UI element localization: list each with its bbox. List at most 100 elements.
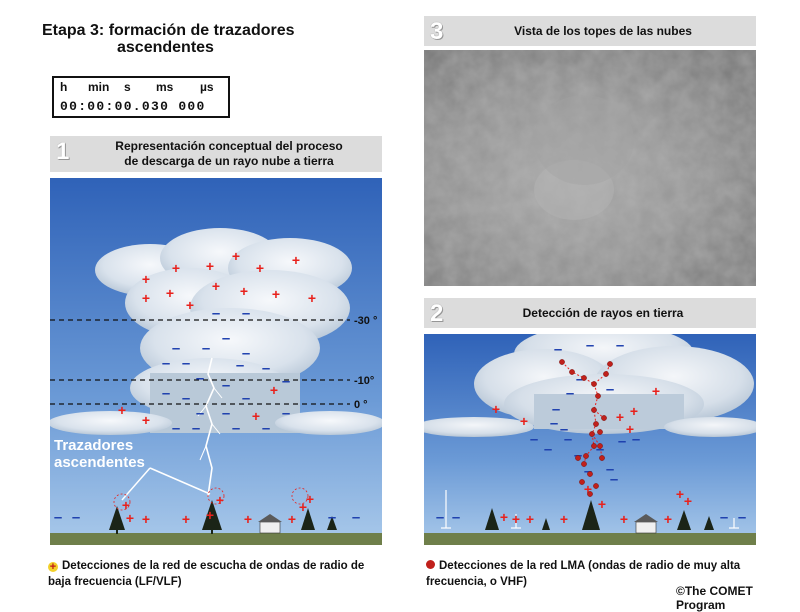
negative-charge: – — [242, 305, 250, 322]
positive-charge: + — [676, 486, 684, 502]
positive-charge: + — [212, 278, 220, 294]
cloud-to-ground-diagram: -30 ° -10° 0 ° Trazadores ascendentes ++… — [50, 178, 382, 545]
lma-detection-point — [599, 455, 605, 461]
positive-charge: + — [256, 260, 264, 276]
trees — [485, 500, 714, 530]
panel2-header: 2 Detección de rayos en tierra — [424, 298, 756, 328]
unit-hours: h — [60, 80, 68, 94]
plus-marker-icon: + — [48, 561, 58, 573]
negative-charge: – — [530, 431, 538, 448]
negative-charge: – — [560, 421, 568, 438]
positive-charge: + — [630, 403, 638, 419]
negative-charge: – — [196, 405, 204, 422]
positive-charge: + — [172, 260, 180, 276]
panel1-charges: +++++++++++++++++++++++++++–––––––––––––… — [54, 248, 360, 527]
positive-charge: + — [252, 408, 260, 424]
negative-charge: – — [606, 381, 614, 398]
positive-charge: + — [626, 421, 634, 437]
positive-charge: + — [526, 511, 534, 527]
legend-lma: Detecciones de la red LMA (ondas de radi… — [426, 558, 766, 590]
positive-charge: + — [492, 401, 500, 417]
positive-charge: + — [182, 511, 190, 527]
lma-detection-point — [581, 375, 587, 381]
positive-charge: + — [288, 511, 296, 527]
positive-charge: + — [584, 481, 592, 497]
isotherm-label-minus10: -10° — [354, 375, 374, 387]
isotherm-label-0: 0 ° — [354, 399, 368, 411]
negative-charge: – — [618, 433, 626, 450]
lma-detection-point — [595, 393, 601, 399]
cloud-top-image — [424, 50, 756, 286]
positive-charge: + — [166, 285, 174, 301]
lma-detection-point — [587, 471, 593, 477]
positive-charge: + — [306, 491, 314, 507]
negative-charge: – — [282, 405, 290, 422]
negative-charge: – — [584, 463, 592, 480]
negative-charge: – — [564, 431, 572, 448]
negative-charge: – — [212, 305, 220, 322]
red-dot-icon — [426, 560, 435, 569]
lma-detection-point — [591, 381, 597, 387]
elapsed-time-counter: h min s ms µs 00:00:00.030 000 — [52, 76, 230, 118]
thundercloud — [424, 334, 756, 437]
negative-charge: – — [222, 377, 230, 394]
trees — [109, 500, 337, 534]
panel1-title-line1: Representación conceptual del proceso — [115, 139, 343, 153]
positive-charge: + — [122, 497, 130, 513]
negative-charge: – — [196, 370, 204, 387]
negative-charge: – — [236, 357, 244, 374]
negative-charge: – — [222, 330, 230, 347]
negative-charge: – — [222, 405, 230, 422]
positive-charge: + — [299, 499, 307, 515]
negative-charge: – — [554, 341, 562, 358]
annotation-arrow-right — [149, 467, 211, 495]
house — [634, 514, 658, 534]
positive-charge: + — [598, 496, 606, 512]
positive-charge: + — [206, 507, 214, 523]
lma-detection-point — [587, 491, 593, 497]
annotation-line2: ascendentes — [54, 454, 145, 471]
lma-detection-point — [607, 361, 613, 367]
lfvlf-detection-circles — [113, 487, 309, 511]
positive-charge: + — [684, 493, 692, 509]
lma-detection-point — [591, 443, 597, 449]
negative-charge: – — [162, 385, 170, 402]
negative-charge: – — [232, 420, 240, 437]
legend-lma-line1: Detecciones de la red LMA (ondas de radi… — [439, 560, 741, 572]
lma-channel-trace — [561, 361, 611, 465]
lma-detection-point — [575, 455, 581, 461]
positive-charge: + — [186, 297, 194, 313]
negative-charge: – — [328, 509, 336, 526]
negative-charge: – — [452, 509, 460, 526]
panel3-title: Vista de los topes de las nubes — [514, 23, 692, 38]
negative-charge: – — [610, 471, 618, 488]
negative-charge: – — [202, 340, 210, 357]
negative-charge: – — [596, 441, 604, 458]
negative-charge: – — [436, 509, 444, 526]
lma-detection-point — [597, 443, 603, 449]
legend-lfvlf: + Detecciones de la red de escucha de ond… — [48, 558, 388, 590]
negative-charge: – — [586, 337, 594, 354]
negative-charge: – — [162, 355, 170, 372]
negative-charge: – — [262, 360, 270, 377]
house — [258, 514, 282, 534]
copyright-credit: ©The COMET Program — [676, 584, 753, 612]
negative-charge: – — [262, 420, 270, 437]
positive-charge: + — [142, 271, 150, 287]
annotation-line1: Trazadores — [54, 437, 133, 454]
positive-charge: + — [244, 511, 252, 527]
positive-charge: + — [308, 290, 316, 306]
legend-lfvlf-line1: Detecciones de la red de escucha de onda… — [62, 560, 365, 572]
panel2-charges: ++++++++++++++++––––––––––––––––––––––– — [436, 337, 746, 527]
unit-milliseconds: ms — [156, 80, 174, 94]
positive-charge: + — [270, 382, 278, 398]
lma-detection-point — [593, 421, 599, 427]
unit-microseconds: µs — [200, 80, 214, 94]
annotation-arrow-left — [121, 467, 151, 501]
negative-charge: – — [566, 385, 574, 402]
lma-detection-point — [589, 431, 595, 437]
panel2-number: 2 — [430, 300, 444, 327]
lma-detection-point — [569, 369, 575, 375]
positive-charge: + — [520, 413, 528, 429]
